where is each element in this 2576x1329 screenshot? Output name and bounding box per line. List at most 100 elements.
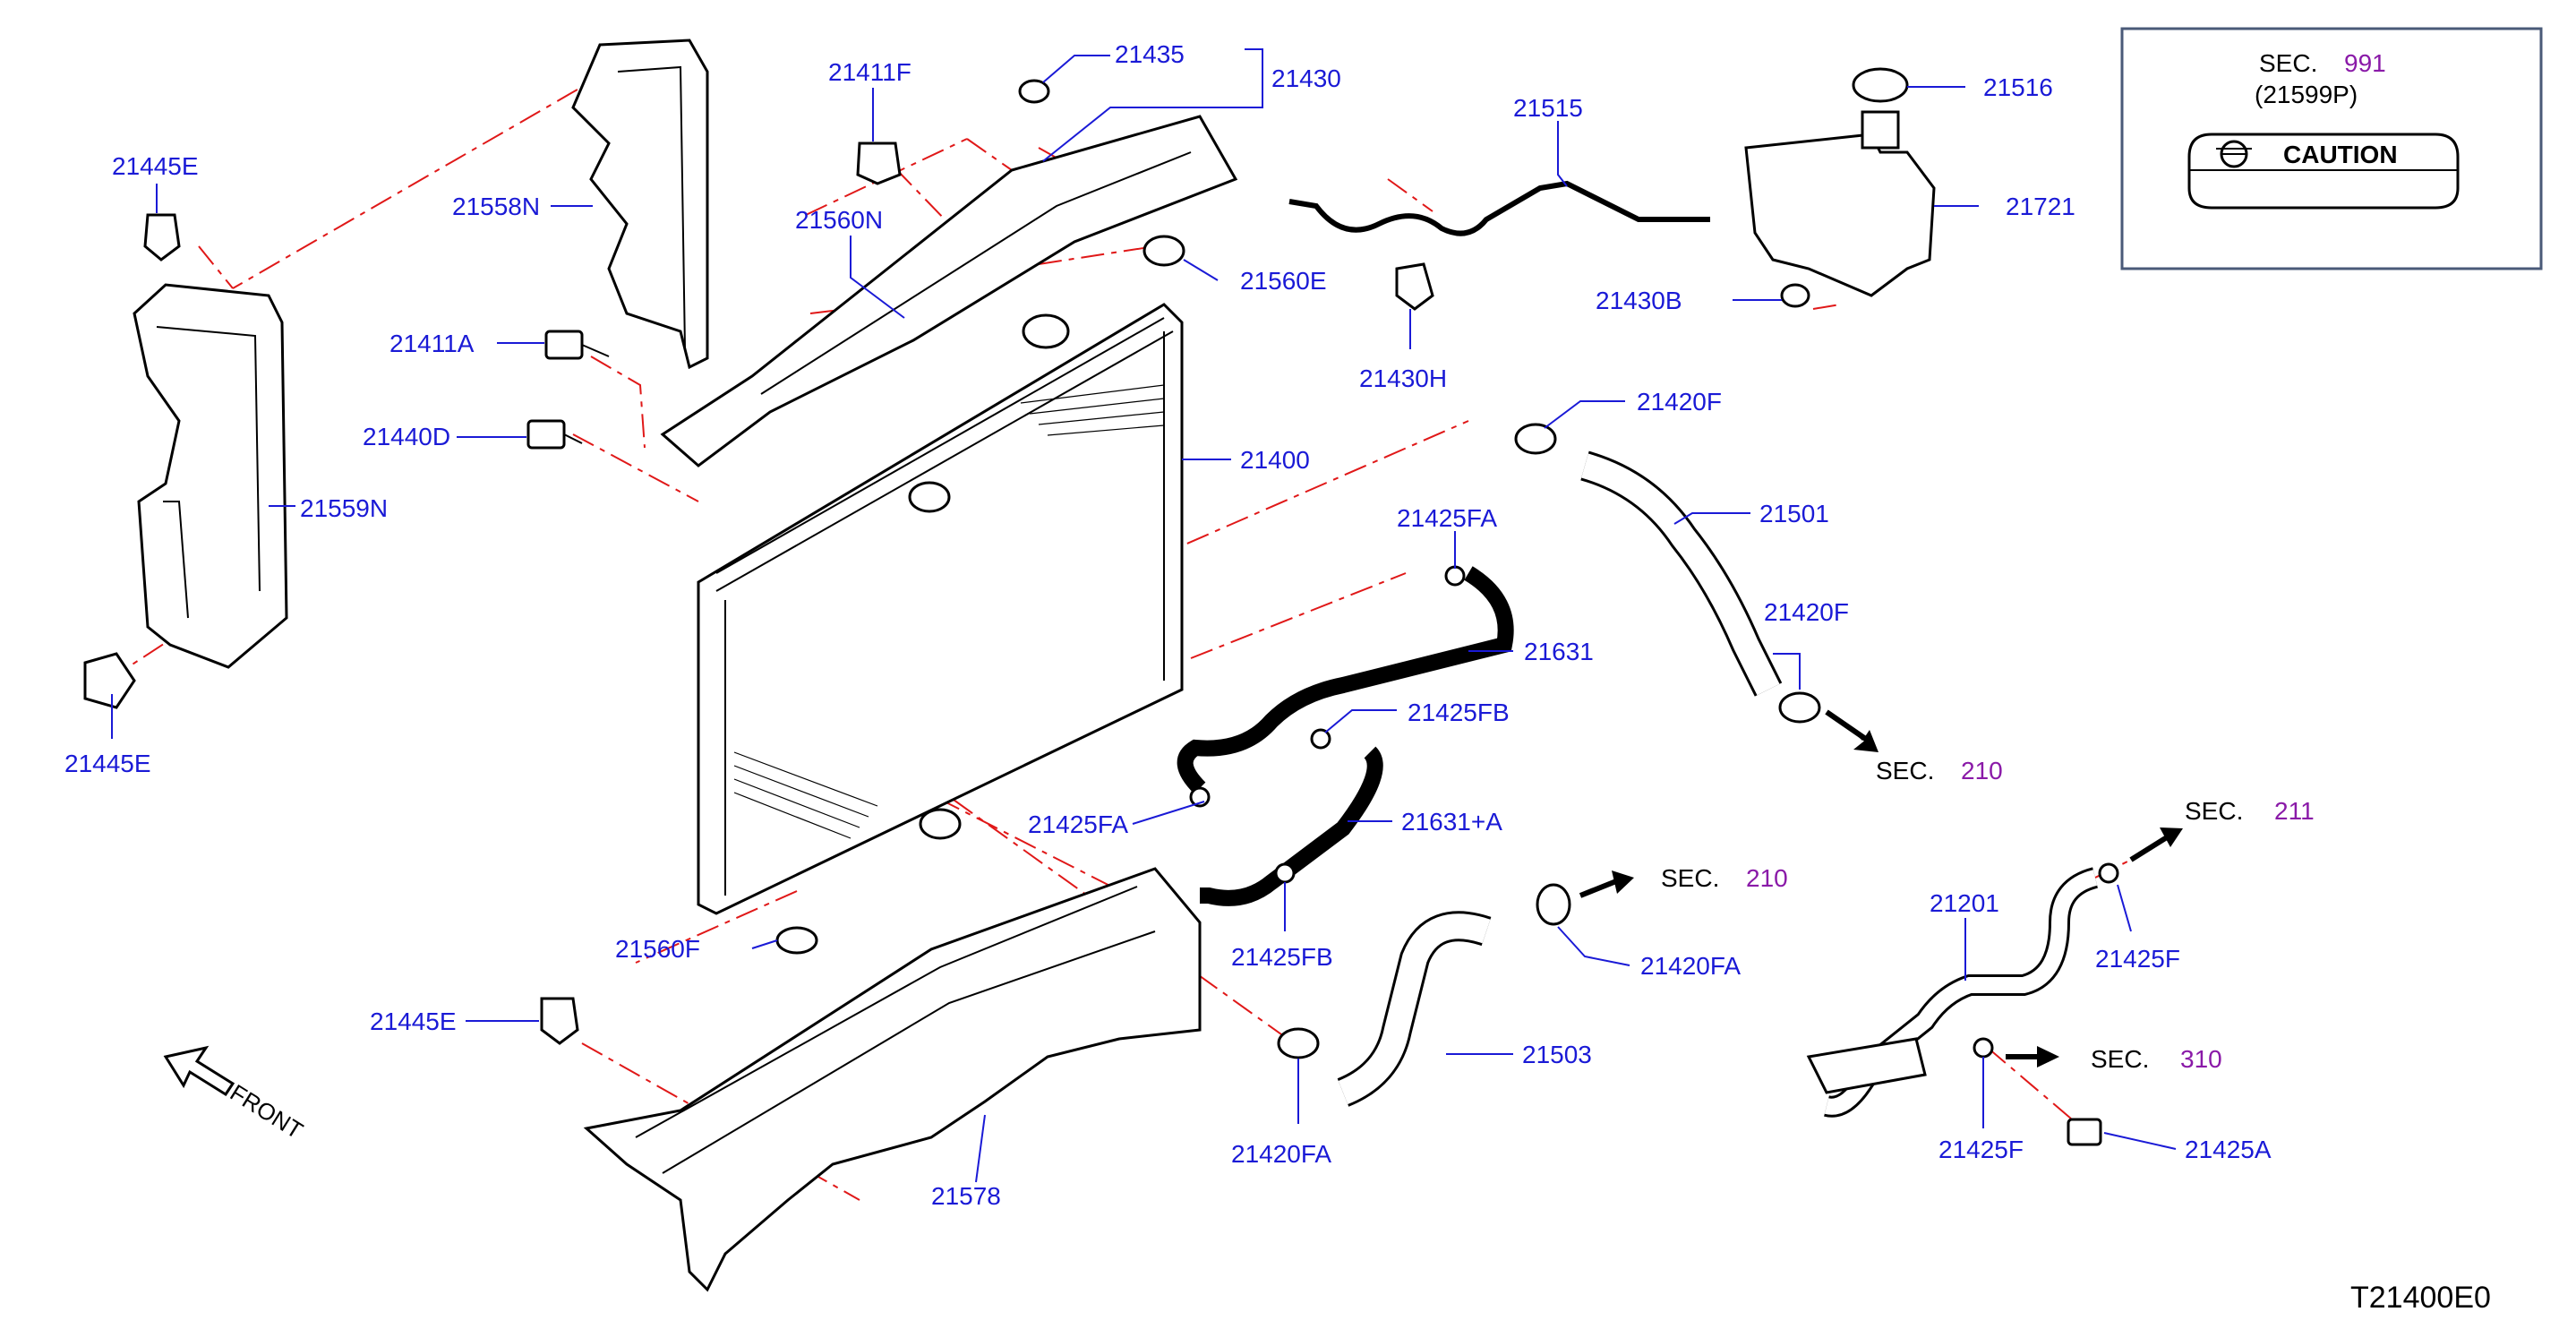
sec-label-310: SEC. [2091, 1045, 2149, 1073]
clamp-21420F-top [1514, 423, 1557, 455]
label-21425FA-top: 21425FA [1397, 504, 1497, 532]
mount-21560F [775, 926, 818, 955]
caution-text: CAUTION [2283, 141, 2398, 168]
reservoir-neck [1861, 110, 1900, 150]
label-21201: 21201 [1930, 889, 1999, 917]
leader-lines [111, 48, 2177, 1183]
fitting-21201 [1806, 1037, 1927, 1094]
reservoir-21721 [1744, 133, 1936, 297]
diagram-code: T21400E0 [2350, 1281, 2491, 1315]
arrow-to-sec-310 [2006, 1046, 2059, 1067]
sec-number-211: 211 [2274, 797, 2315, 825]
caution-cap-icon [2216, 140, 2252, 168]
front-arrow-icon [163, 1045, 235, 1097]
label-21445E-bot: 21445E [370, 1007, 457, 1035]
bolt-21425A [2067, 1118, 2102, 1146]
label-21559N: 21559N [300, 494, 388, 522]
label-21558N: 21558N [452, 193, 540, 220]
label-21420FA-right: 21420FA [1640, 952, 1741, 980]
undercover-21578 [583, 867, 1202, 1292]
radiator-cap-21430 [1022, 313, 1070, 349]
hose-21201-inner [1824, 870, 2098, 1115]
arrow-to-sec-210-b [1579, 870, 1634, 898]
label-21560N: 21560N [795, 206, 883, 234]
caution-box: SEC. 991 (21599P) CAUTION [2120, 27, 2543, 270]
clamp-21425F-top [2098, 862, 2119, 884]
label-21445E-top: 21445E [112, 152, 199, 180]
label-21411A: 21411A [389, 330, 475, 357]
label-21503: 21503 [1522, 1041, 1592, 1068]
clamp-21420FA-bot [1277, 1027, 1320, 1059]
label-21430: 21430 [1271, 64, 1341, 92]
clamp-21425F-bot [1973, 1037, 1994, 1059]
clamp-21425FB-bot [1274, 862, 1296, 884]
clip-21411F [856, 141, 902, 185]
hose-21631A [1200, 746, 1383, 906]
caution-sub-part: (21599P) [2255, 81, 2358, 108]
section-references: SEC. 210 SEC. 210 SEC. 211 SEC. 310 [1661, 757, 2315, 1073]
bracket-21560N [660, 115, 1238, 467]
clip-21445E-top [143, 213, 181, 262]
label-21440D: 21440D [363, 423, 450, 450]
hose-21501-inner [1580, 453, 1780, 696]
label-21400: 21400 [1240, 446, 1310, 474]
label-21430H: 21430H [1359, 364, 1447, 392]
clip-21445E-mid [83, 652, 136, 709]
label-21420FA-bot: 21420FA [1231, 1140, 1331, 1168]
hose-21631 [1177, 566, 1514, 794]
label-21631: 21631 [1524, 638, 1594, 665]
label-21425FB-bot: 21425FB [1231, 943, 1333, 971]
radiator-inlet [908, 481, 951, 513]
label-21411F: 21411F [828, 58, 911, 86]
caution-sec-number: 991 [2344, 49, 2386, 77]
part-labels: 21445E 21558N 21411F 21435 21430 21560N … [64, 40, 2272, 1210]
sec-label-211: SEC. [2185, 797, 2243, 825]
shroud-21558N [571, 39, 709, 370]
label-21516: 21516 [1983, 73, 2053, 101]
radiator-fins [733, 384, 1165, 839]
label-21425FA-bot: 21425FA [1028, 810, 1128, 838]
clamp-21420F-bot [1778, 691, 1821, 724]
label-21435: 21435 [1115, 40, 1185, 68]
sec-number-210-b: 210 [1746, 864, 1788, 892]
arrow-to-sec-210-a [1825, 709, 1879, 752]
radiator-21400 [697, 303, 1184, 915]
clamp-21425FA-top [1444, 565, 1466, 587]
label-21420F-top: 21420F [1637, 388, 1722, 416]
clip-21430H [1395, 262, 1434, 311]
radiator-outlet [919, 808, 962, 840]
label-21445E-mid: 21445E [64, 750, 151, 777]
caution-sec-label: SEC. [2259, 49, 2317, 77]
label-21515: 21515 [1513, 94, 1583, 122]
bolt-21440D [526, 419, 583, 450]
label-21425F-bot: 21425F [1938, 1136, 2024, 1163]
hose-21503-inner [1338, 913, 1491, 1104]
arrow-to-sec-211 [2129, 827, 2183, 862]
label-21425F-top: 21425F [2095, 945, 2180, 973]
label-21420F-bot: 21420F [1764, 598, 1849, 626]
sec-number-310: 310 [2180, 1045, 2222, 1073]
clamp-21420FA-right [1536, 883, 1571, 926]
nut-21430B [1780, 283, 1810, 308]
bolt-21411A [544, 330, 610, 360]
clip-21445E-bot [540, 997, 579, 1045]
sec-label-210-b: SEC. [1661, 864, 1719, 892]
label-21430B: 21430B [1596, 287, 1682, 314]
hose-21515 [1288, 180, 1710, 236]
label-21631A: 21631+A [1401, 808, 1502, 836]
label-21721: 21721 [2006, 193, 2075, 220]
label-21560E: 21560E [1240, 267, 1327, 295]
reservoir-cap-21516 [1852, 67, 1909, 103]
mount-21560E [1143, 235, 1185, 267]
sec-number-210-a: 210 [1961, 757, 2003, 785]
label-21425A: 21425A [2185, 1136, 2272, 1163]
label-21501: 21501 [1759, 500, 1829, 527]
label-21560F: 21560F [615, 935, 700, 963]
grommet-21435 [1018, 79, 1050, 104]
label-21425FB-top: 21425FB [1408, 699, 1510, 726]
label-21578: 21578 [931, 1182, 1001, 1210]
sec-label-210-a: SEC. [1876, 757, 1934, 785]
shroud-21559N [133, 283, 288, 669]
front-label: FRONT [226, 1079, 308, 1145]
